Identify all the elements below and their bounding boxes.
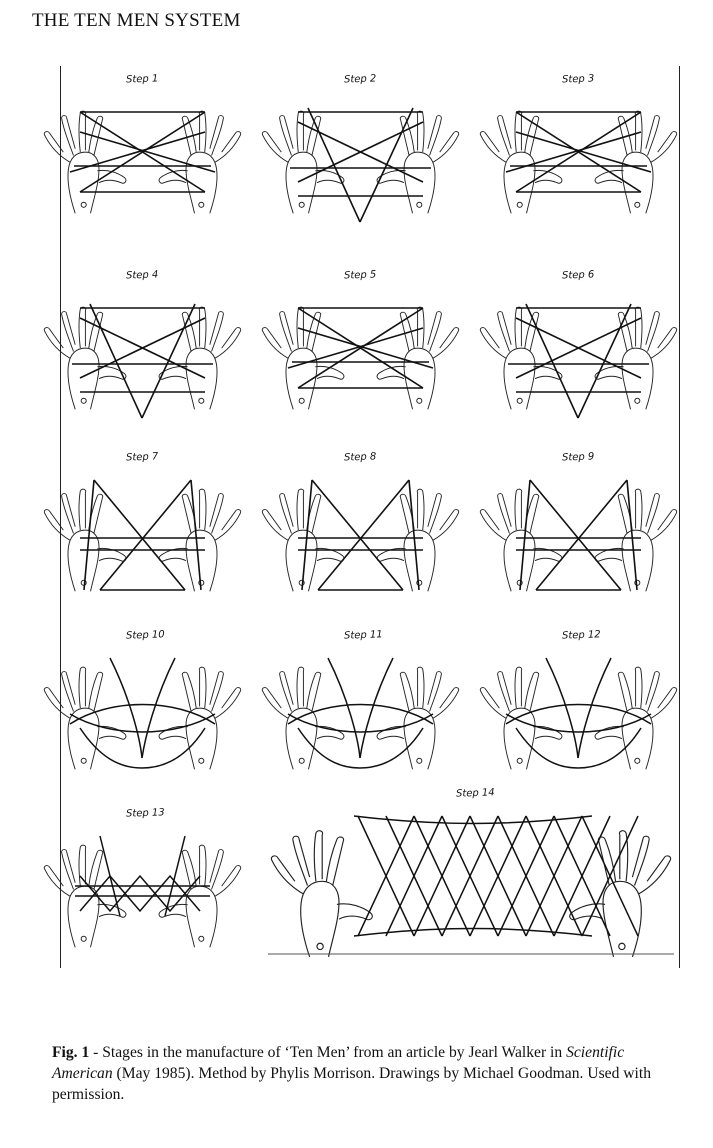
step-panel: Step 11 <box>258 628 463 806</box>
caption-fig-label: Fig. 1 <box>52 1044 89 1061</box>
string-lines <box>70 112 215 192</box>
string-lines <box>290 108 431 222</box>
string-figure-drawing <box>40 450 245 628</box>
hand-drawing <box>377 667 459 769</box>
caption-text-1: - Stages in the manufacture of ‘Ten Men’… <box>89 1044 566 1061</box>
hand-drawing <box>159 667 241 769</box>
step-label: Step 10 <box>126 629 165 641</box>
string-figure-drawing <box>258 268 463 446</box>
string-figure-drawing <box>258 786 684 958</box>
string-lines <box>72 304 213 418</box>
hand-drawing <box>262 307 344 409</box>
step-panel: Step 2 <box>258 72 463 250</box>
hand-drawing <box>44 111 126 213</box>
step-label: Step 9 <box>562 451 595 463</box>
string-figure-drawing <box>40 72 245 250</box>
string-figure-drawing <box>476 268 681 446</box>
hand-drawing <box>595 667 677 769</box>
string-figure-drawing <box>258 628 463 806</box>
string-figure-drawing <box>258 450 463 628</box>
step-label: Step 7 <box>126 451 159 463</box>
string-lines <box>80 480 205 590</box>
step-panel: Step 3 <box>476 72 681 250</box>
string-figure-drawing <box>258 72 463 250</box>
step-panel: Step 9 <box>476 450 681 628</box>
step-label: Step 2 <box>344 73 377 85</box>
string-curves <box>70 658 215 768</box>
step-panel: Step 1 <box>40 72 245 250</box>
hand-drawing <box>262 667 344 769</box>
string-lines <box>288 308 433 388</box>
step-label: Step 5 <box>344 269 377 281</box>
string-lines <box>516 480 641 590</box>
hand-drawing <box>480 111 562 213</box>
step-panel: Step 7 <box>40 450 245 628</box>
step-label: Step 3 <box>562 73 595 85</box>
hand-drawing <box>159 111 241 213</box>
string-figure-drawing <box>476 628 681 806</box>
string-lines <box>506 112 651 192</box>
figure-caption: Fig. 1 - Stages in the manufacture of ‘T… <box>52 1042 682 1105</box>
step-panel: Step 14 <box>258 786 684 958</box>
string-curves <box>75 836 210 916</box>
hand-drawing <box>570 831 671 957</box>
hand-drawing <box>595 307 677 409</box>
hand-drawing <box>44 307 126 409</box>
step-label: Step 11 <box>344 629 383 641</box>
hand-drawing <box>377 111 459 213</box>
step-label: Step 4 <box>126 269 159 281</box>
page-title: THE TEN MEN SYSTEM <box>32 10 241 32</box>
step-label: Step 14 <box>456 787 495 799</box>
step-panel: Step 6 <box>476 268 681 446</box>
step-panel: Step 5 <box>258 268 463 446</box>
string-curves <box>354 816 638 936</box>
string-curves <box>506 658 651 768</box>
step-panel: Step 13 <box>40 806 245 984</box>
hand-drawing <box>159 307 241 409</box>
hand-drawing <box>480 667 562 769</box>
caption-text-2: (May 1985). Method by Phylis Morrison. D… <box>52 1065 651 1103</box>
step-panel: Step 8 <box>258 450 463 628</box>
string-figure-drawing <box>40 268 245 446</box>
string-lines <box>298 480 423 590</box>
string-lines <box>508 304 649 418</box>
hand-drawing <box>595 111 677 213</box>
string-figure-drawing <box>40 806 245 984</box>
hand-drawing <box>377 307 459 409</box>
string-figure-drawing <box>476 450 681 628</box>
string-figure-drawing <box>40 628 245 806</box>
step-panel: Step 4 <box>40 268 245 446</box>
hand-drawing <box>480 307 562 409</box>
string-curves <box>288 658 433 768</box>
hand-drawing <box>44 667 126 769</box>
step-label: Step 1 <box>126 73 159 85</box>
step-panel: Step 10 <box>40 628 245 806</box>
string-figure-drawing <box>476 72 681 250</box>
step-label: Step 8 <box>344 451 377 463</box>
step-label: Step 12 <box>562 629 601 641</box>
hand-drawing <box>262 111 344 213</box>
step-label: Step 6 <box>562 269 595 281</box>
step-panel: Step 12 <box>476 628 681 806</box>
hand-drawing <box>271 831 372 957</box>
step-label: Step 13 <box>126 807 165 819</box>
